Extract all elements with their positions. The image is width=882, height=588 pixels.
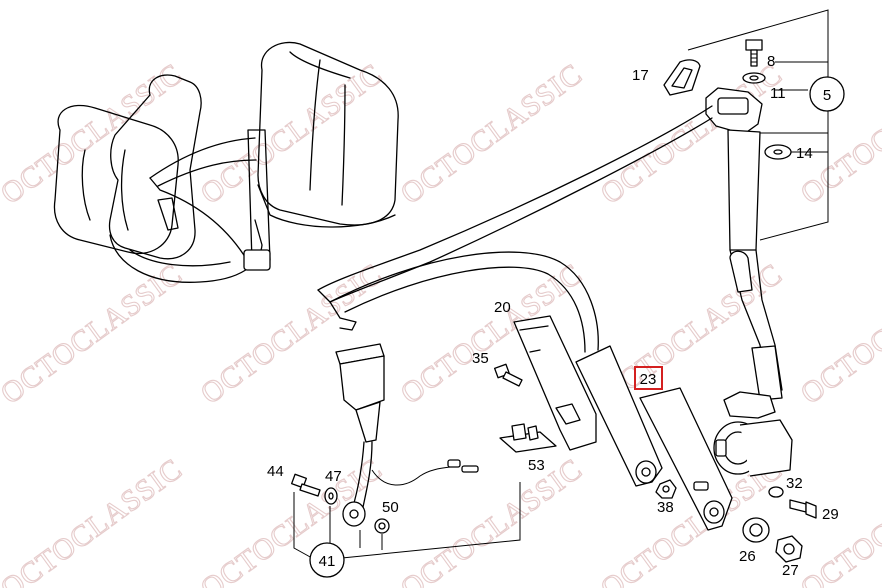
callout-47-label: 47 (325, 468, 342, 485)
watermark-text: OCTOCLASSIC (395, 452, 589, 588)
callout-23-label: 23 (640, 371, 657, 388)
callout-labels: 8 11 14 17 20 26 27 29 32 35 38 44 47 50… (267, 53, 839, 579)
cover-20-part (513, 315, 597, 451)
callout-29-label: 29 (822, 506, 839, 523)
watermark-text: OCTOCLASSIC (795, 57, 882, 210)
anchor-plate-23-part (639, 387, 733, 531)
callout-38-label: 38 (657, 499, 674, 516)
buckle-assembly (335, 343, 479, 527)
nut-38-icon (655, 479, 677, 499)
washer-47-icon (324, 487, 338, 505)
highlighted-callout-23[interactable]: 23 (634, 366, 663, 390)
callout-35-label: 35 (472, 350, 489, 367)
callout-5-label: 5 (823, 87, 831, 104)
seat-overview-illustration (53, 41, 399, 283)
bolt-35-icon (494, 363, 523, 387)
nut-27-icon (775, 535, 803, 563)
watermark-text: OCTOCLASSIC (195, 57, 389, 210)
bolt-29-icon (789, 499, 817, 519)
callout-14-label: 14 (796, 145, 813, 162)
washer-11-icon (742, 72, 766, 84)
watermark-text: OCTOCLASSIC (0, 257, 188, 410)
callout-50-label: 50 (382, 499, 399, 516)
callout-20-label: 20 (494, 299, 511, 316)
callout-11-label: 11 (770, 85, 786, 102)
cover-17-icon (663, 59, 701, 96)
callout-53-label: 53 (528, 457, 545, 474)
watermark-text: OCTOCLASSIC (0, 57, 188, 210)
callout-5-bracket (687, 9, 829, 241)
belt-retractor-assembly (705, 87, 793, 477)
callout-32-label: 32 (786, 475, 803, 492)
callout-26-label: 26 (739, 548, 756, 565)
clip-14-icon (764, 144, 792, 160)
belt-end-anchor (575, 345, 663, 487)
callout-17-label: 17 (632, 67, 649, 84)
watermark-text: OCTOCLASSIC (795, 257, 882, 410)
leader-lines (293, 482, 521, 559)
callout-27-label: 27 (782, 562, 799, 579)
callout-44-label: 44 (267, 463, 284, 480)
callout-5: 5 (809, 76, 845, 112)
connector-53-icon (499, 423, 557, 453)
belt-webbing (317, 105, 713, 353)
bolt-44-icon (291, 473, 321, 497)
callout-41: 41 (309, 542, 345, 578)
watermark-text: OCTOCLASSIC (0, 452, 188, 588)
callout-8-label: 8 (767, 53, 775, 70)
highlight-box (634, 366, 663, 390)
bolt-8-icon (745, 39, 763, 67)
nut-26-icon (742, 517, 770, 543)
ring-32-icon (768, 486, 784, 498)
washer-50-icon (374, 518, 390, 534)
callout-41-label: 41 (319, 553, 336, 570)
